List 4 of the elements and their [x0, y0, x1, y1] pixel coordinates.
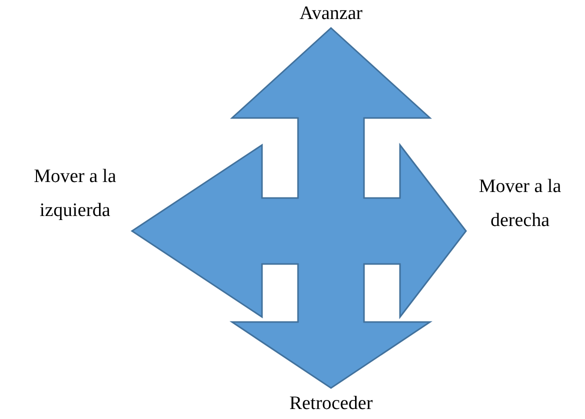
- direction-label: Avanzar: [298, 2, 364, 26]
- direction-label: Retroceder: [288, 392, 374, 416]
- direction-label: Mover a la derecha: [478, 175, 562, 233]
- direction-label: Mover a la izquierda: [32, 165, 118, 223]
